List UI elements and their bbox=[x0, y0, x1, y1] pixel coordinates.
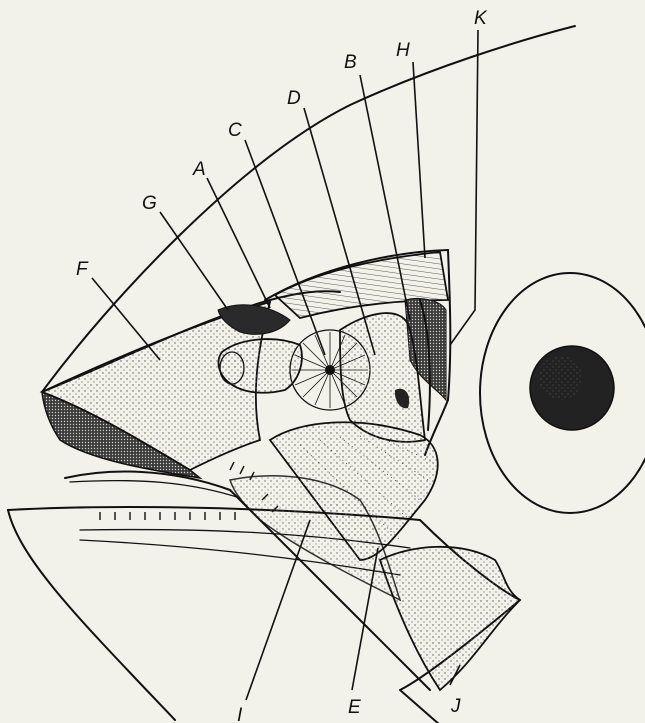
label-I: I bbox=[237, 705, 243, 723]
label-B: B bbox=[344, 52, 357, 73]
nasal-tube bbox=[219, 339, 302, 393]
label-F: F bbox=[76, 259, 89, 280]
label-E: E bbox=[348, 697, 361, 718]
label-K: K bbox=[474, 8, 488, 29]
leader-A bbox=[207, 178, 270, 308]
maxilla-inner bbox=[70, 481, 240, 498]
lower-jaw-outer bbox=[8, 510, 175, 720]
leader-K bbox=[450, 30, 478, 345]
lower-teeth bbox=[100, 512, 235, 520]
head-outline bbox=[42, 26, 575, 392]
leader-G bbox=[160, 212, 228, 310]
label-H: H bbox=[396, 40, 410, 61]
eye-highlight bbox=[538, 356, 582, 400]
leader-H bbox=[413, 62, 425, 258]
quadrate-bone bbox=[380, 547, 520, 690]
label-J: J bbox=[450, 696, 461, 717]
label-G: G bbox=[142, 193, 157, 214]
rosette-center bbox=[325, 365, 335, 375]
label-D: D bbox=[287, 88, 301, 109]
label-A: A bbox=[192, 159, 206, 180]
leader-I bbox=[246, 520, 310, 700]
label-C: C bbox=[228, 120, 242, 141]
leader-D bbox=[304, 108, 375, 355]
